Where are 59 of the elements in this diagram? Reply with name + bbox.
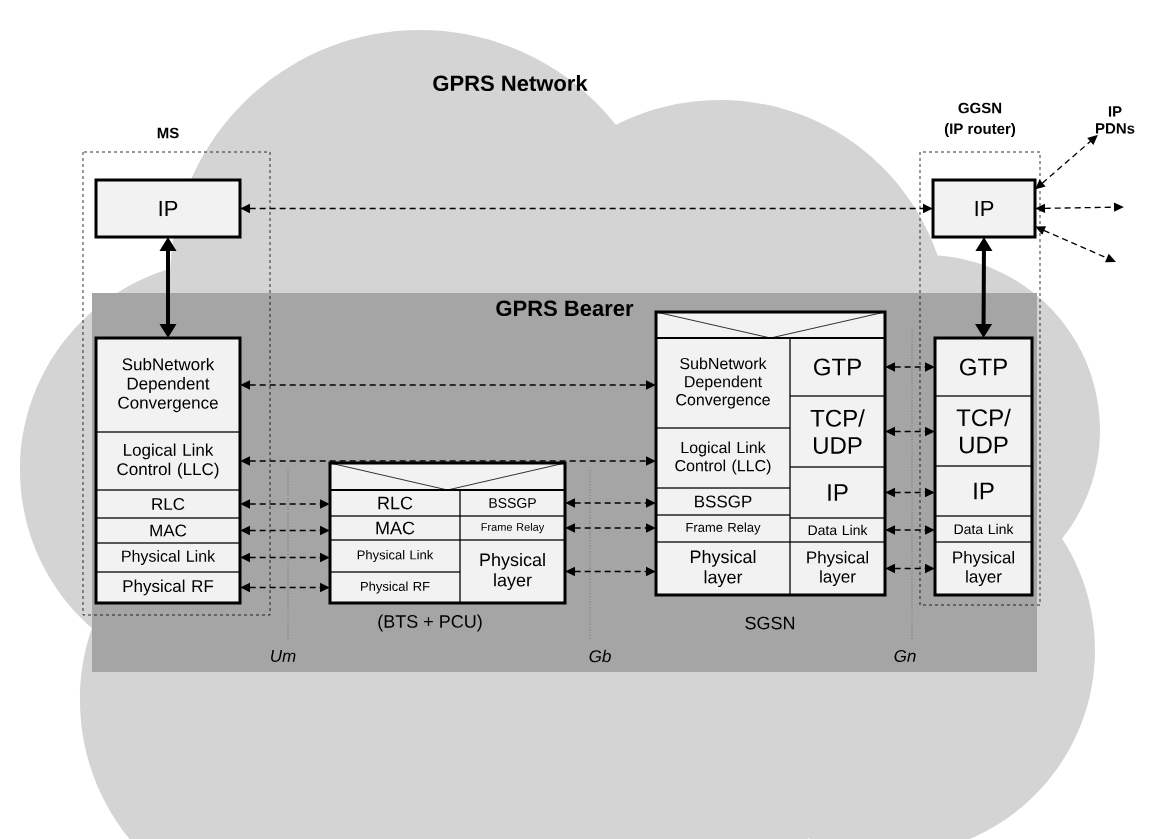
protocol-layer: MAC bbox=[329, 515, 461, 541]
protocol-layer: Data Link bbox=[789, 517, 886, 543]
protocol-layer: Physical layer bbox=[934, 541, 1033, 596]
arrow bbox=[565, 498, 656, 508]
arrow bbox=[240, 525, 330, 536]
arrow bbox=[885, 487, 935, 498]
interface-label: Gb bbox=[589, 649, 611, 663]
arrow bbox=[240, 582, 330, 593]
arrow bbox=[240, 203, 933, 214]
protocol-layer: Physical RF bbox=[329, 571, 461, 604]
protocol-layer: Physical Link bbox=[95, 542, 241, 573]
protocol-box: IP bbox=[94, 178, 242, 239]
arrow bbox=[240, 552, 330, 563]
protocol-stack bbox=[94, 336, 242, 605]
protocol-layer: TCP/ UDP bbox=[934, 395, 1033, 467]
protocol-stack bbox=[328, 461, 567, 605]
arrow bbox=[885, 362, 935, 372]
protocol-layer: Logical Link Control (LLC) bbox=[95, 431, 241, 491]
protocol-layer: SubNetwork Dependent Convergence bbox=[95, 337, 241, 433]
protocol-layer: Frame Relay bbox=[655, 514, 791, 543]
protocol-layer: GTP bbox=[789, 337, 886, 397]
protocol-layer: BSSGP bbox=[459, 489, 566, 517]
protocol-layer: Data Link bbox=[934, 515, 1033, 543]
protocol-layer: Physical layer bbox=[459, 539, 566, 604]
arrow bbox=[1035, 202, 1124, 213]
protocol-layer: Physical layer bbox=[789, 541, 886, 596]
protocol-layer: Logical Link Control (LLC) bbox=[655, 427, 791, 489]
protocol-layer: Physical layer bbox=[655, 541, 791, 596]
arrow bbox=[565, 566, 656, 577]
protocol-layer: IP bbox=[789, 466, 886, 519]
node-label: GGSN bbox=[958, 102, 1002, 114]
arrow bbox=[885, 426, 935, 437]
arrow bbox=[885, 525, 935, 535]
protocol-layer: MAC bbox=[95, 517, 241, 544]
protocol-layer: BSSGP bbox=[655, 487, 791, 516]
node-label: (BTS + PCU) bbox=[378, 614, 482, 632]
protocol-box: IP bbox=[931, 178, 1037, 239]
node-label: (IP router) bbox=[944, 123, 1016, 137]
protocol-layer: IP bbox=[934, 465, 1033, 517]
protocol-layer: RLC bbox=[329, 489, 461, 517]
interface-label: Gn bbox=[894, 650, 916, 663]
arrow bbox=[240, 456, 656, 466]
arrow bbox=[565, 523, 656, 533]
interface-label: Um bbox=[271, 650, 296, 662]
protocol-layer: TCP/ UDP bbox=[789, 395, 886, 468]
protocol-layer: Physical Link bbox=[329, 539, 461, 573]
protocol-layer: GTP bbox=[934, 337, 1033, 397]
arrow bbox=[885, 563, 935, 574]
protocol-stack bbox=[654, 310, 887, 597]
protocol-layer: RLC bbox=[95, 489, 241, 519]
protocol-layer: SubNetwork Dependent Convergence bbox=[655, 337, 791, 429]
arrow bbox=[240, 380, 656, 390]
protocol-layer: Physical RF bbox=[95, 571, 241, 604]
arrow bbox=[240, 499, 330, 509]
arrow bbox=[1035, 226, 1116, 263]
protocol-layer: Frame Relay bbox=[459, 515, 566, 541]
node-label: SGSN bbox=[745, 616, 795, 630]
protocol-stack bbox=[933, 336, 1034, 597]
node-label: MS bbox=[157, 127, 179, 139]
